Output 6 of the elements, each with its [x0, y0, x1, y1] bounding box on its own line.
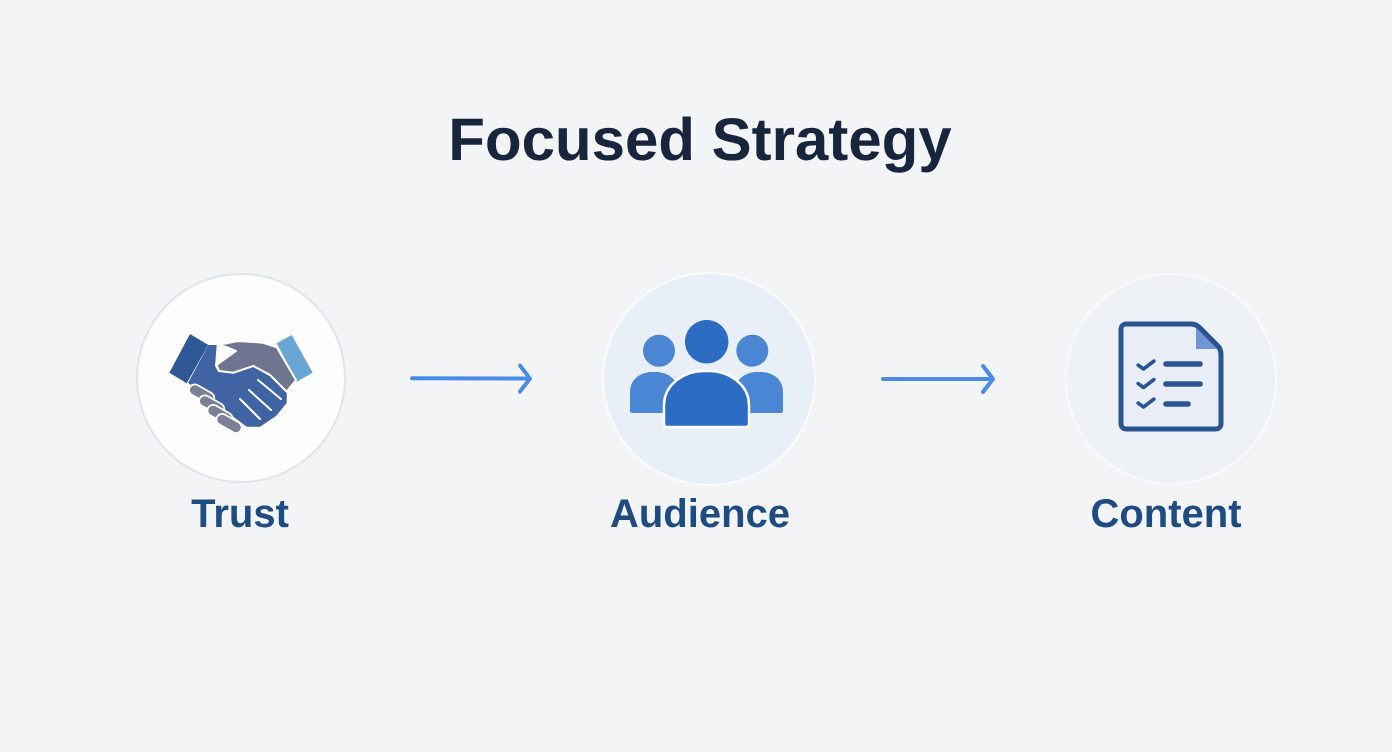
arrow — [410, 363, 532, 394]
step-label: Content — [1092, 499, 1242, 528]
step-label: Trust — [191, 499, 289, 528]
step-label: Audience — [611, 498, 789, 528]
arrow — [881, 364, 995, 394]
title: Focused Strategy — [452, 116, 952, 173]
